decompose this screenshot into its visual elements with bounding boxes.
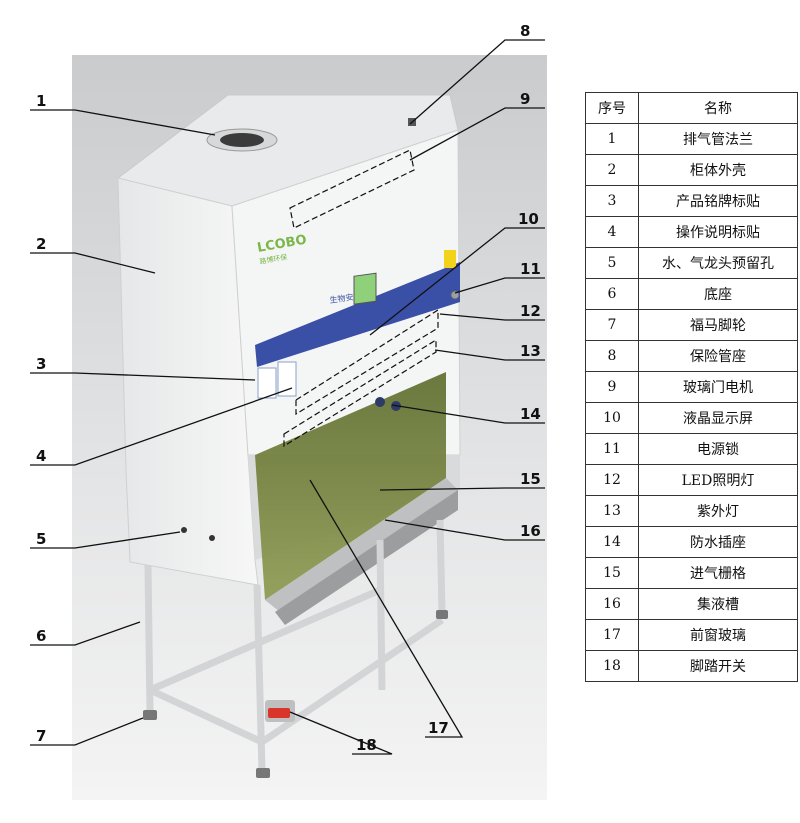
row-part-name: 底座	[638, 278, 798, 310]
work-tray	[265, 478, 458, 612]
row-number: 9	[585, 371, 639, 403]
row-part-name: LED照明灯	[638, 464, 798, 496]
row-number: 18	[585, 650, 639, 682]
row-part-name: 操作说明标贴	[638, 216, 798, 248]
row-number: 10	[585, 402, 639, 434]
dashed-box-led	[295, 308, 439, 416]
row-part-name: 产品铭牌标贴	[638, 185, 798, 217]
exhaust-opening	[220, 133, 264, 147]
row-part-name: 玻璃门电机	[638, 371, 798, 403]
tap-hole-2	[209, 535, 215, 541]
row-number: 5	[585, 247, 639, 279]
table-header-row: 序号 名称	[585, 92, 798, 124]
blue-band	[255, 262, 460, 367]
row-part-name: 电源锁	[638, 433, 798, 465]
row-number: 17	[585, 619, 639, 651]
callout-12: 12	[520, 302, 541, 320]
row-part-name: 脚踏开关	[638, 650, 798, 682]
row-part-name: 前窗玻璃	[638, 619, 798, 651]
row-number: 2	[585, 154, 639, 186]
front-glass	[255, 372, 446, 600]
callout-4: 4	[36, 447, 46, 465]
row-number: 16	[585, 588, 639, 620]
foot-pedal-red	[268, 708, 290, 718]
dashed-box-motor	[289, 149, 415, 229]
callout-5: 5	[36, 530, 46, 548]
row-number: 11	[585, 433, 639, 465]
callout-9: 9	[520, 90, 530, 108]
callout-8: 8	[520, 22, 530, 40]
row-part-name: 保险管座	[638, 340, 798, 372]
row-part-name: 水、气龙头预留孔	[638, 247, 798, 279]
row-number: 8	[585, 340, 639, 372]
leader-lines	[30, 39, 545, 755]
header-name: 名称	[638, 92, 798, 124]
row-part-name: 集液槽	[638, 588, 798, 620]
callout-18: 18	[356, 736, 377, 754]
header-no: 序号	[585, 92, 639, 124]
callout-14: 14	[520, 405, 541, 423]
biohazard-sign	[444, 250, 456, 268]
nameplate-label	[257, 367, 277, 399]
row-part-name: 紫外灯	[638, 495, 798, 527]
row-number: 13	[585, 495, 639, 527]
row-number: 12	[585, 464, 639, 496]
casters	[143, 610, 448, 778]
callout-17: 17	[428, 719, 449, 737]
row-part-name: 排气管法兰	[638, 123, 798, 155]
callout-7: 7	[36, 727, 46, 745]
lcd-screen	[353, 272, 377, 305]
row-number: 3	[585, 185, 639, 217]
row-number: 1	[585, 123, 639, 155]
row-part-name: 液晶显示屏	[638, 402, 798, 434]
callout-13: 13	[520, 342, 541, 360]
row-part-name: 防水插座	[638, 526, 798, 558]
callout-6: 6	[36, 627, 46, 645]
callout-2: 2	[36, 235, 46, 253]
drip-tray	[275, 490, 458, 625]
row-number: 4	[585, 216, 639, 248]
dashed-box-uv	[283, 338, 437, 448]
callout-3: 3	[36, 355, 46, 373]
callout-10: 10	[518, 210, 539, 228]
callout-16: 16	[520, 522, 541, 540]
row-number: 7	[585, 309, 639, 341]
row-number: 15	[585, 557, 639, 589]
row-part-name: 柜体外壳	[638, 154, 798, 186]
waterproof-socket	[375, 397, 385, 407]
row-part-name: 进气栅格	[638, 557, 798, 589]
instruction-label	[277, 361, 297, 397]
stand	[144, 519, 446, 771]
callout-11: 11	[520, 260, 541, 278]
row-part-name: 福马脚轮	[638, 309, 798, 341]
callout-15: 15	[520, 470, 541, 488]
tap-hole	[181, 527, 187, 533]
row-number: 6	[585, 278, 639, 310]
row-number: 14	[585, 526, 639, 558]
callout-1: 1	[36, 92, 46, 110]
